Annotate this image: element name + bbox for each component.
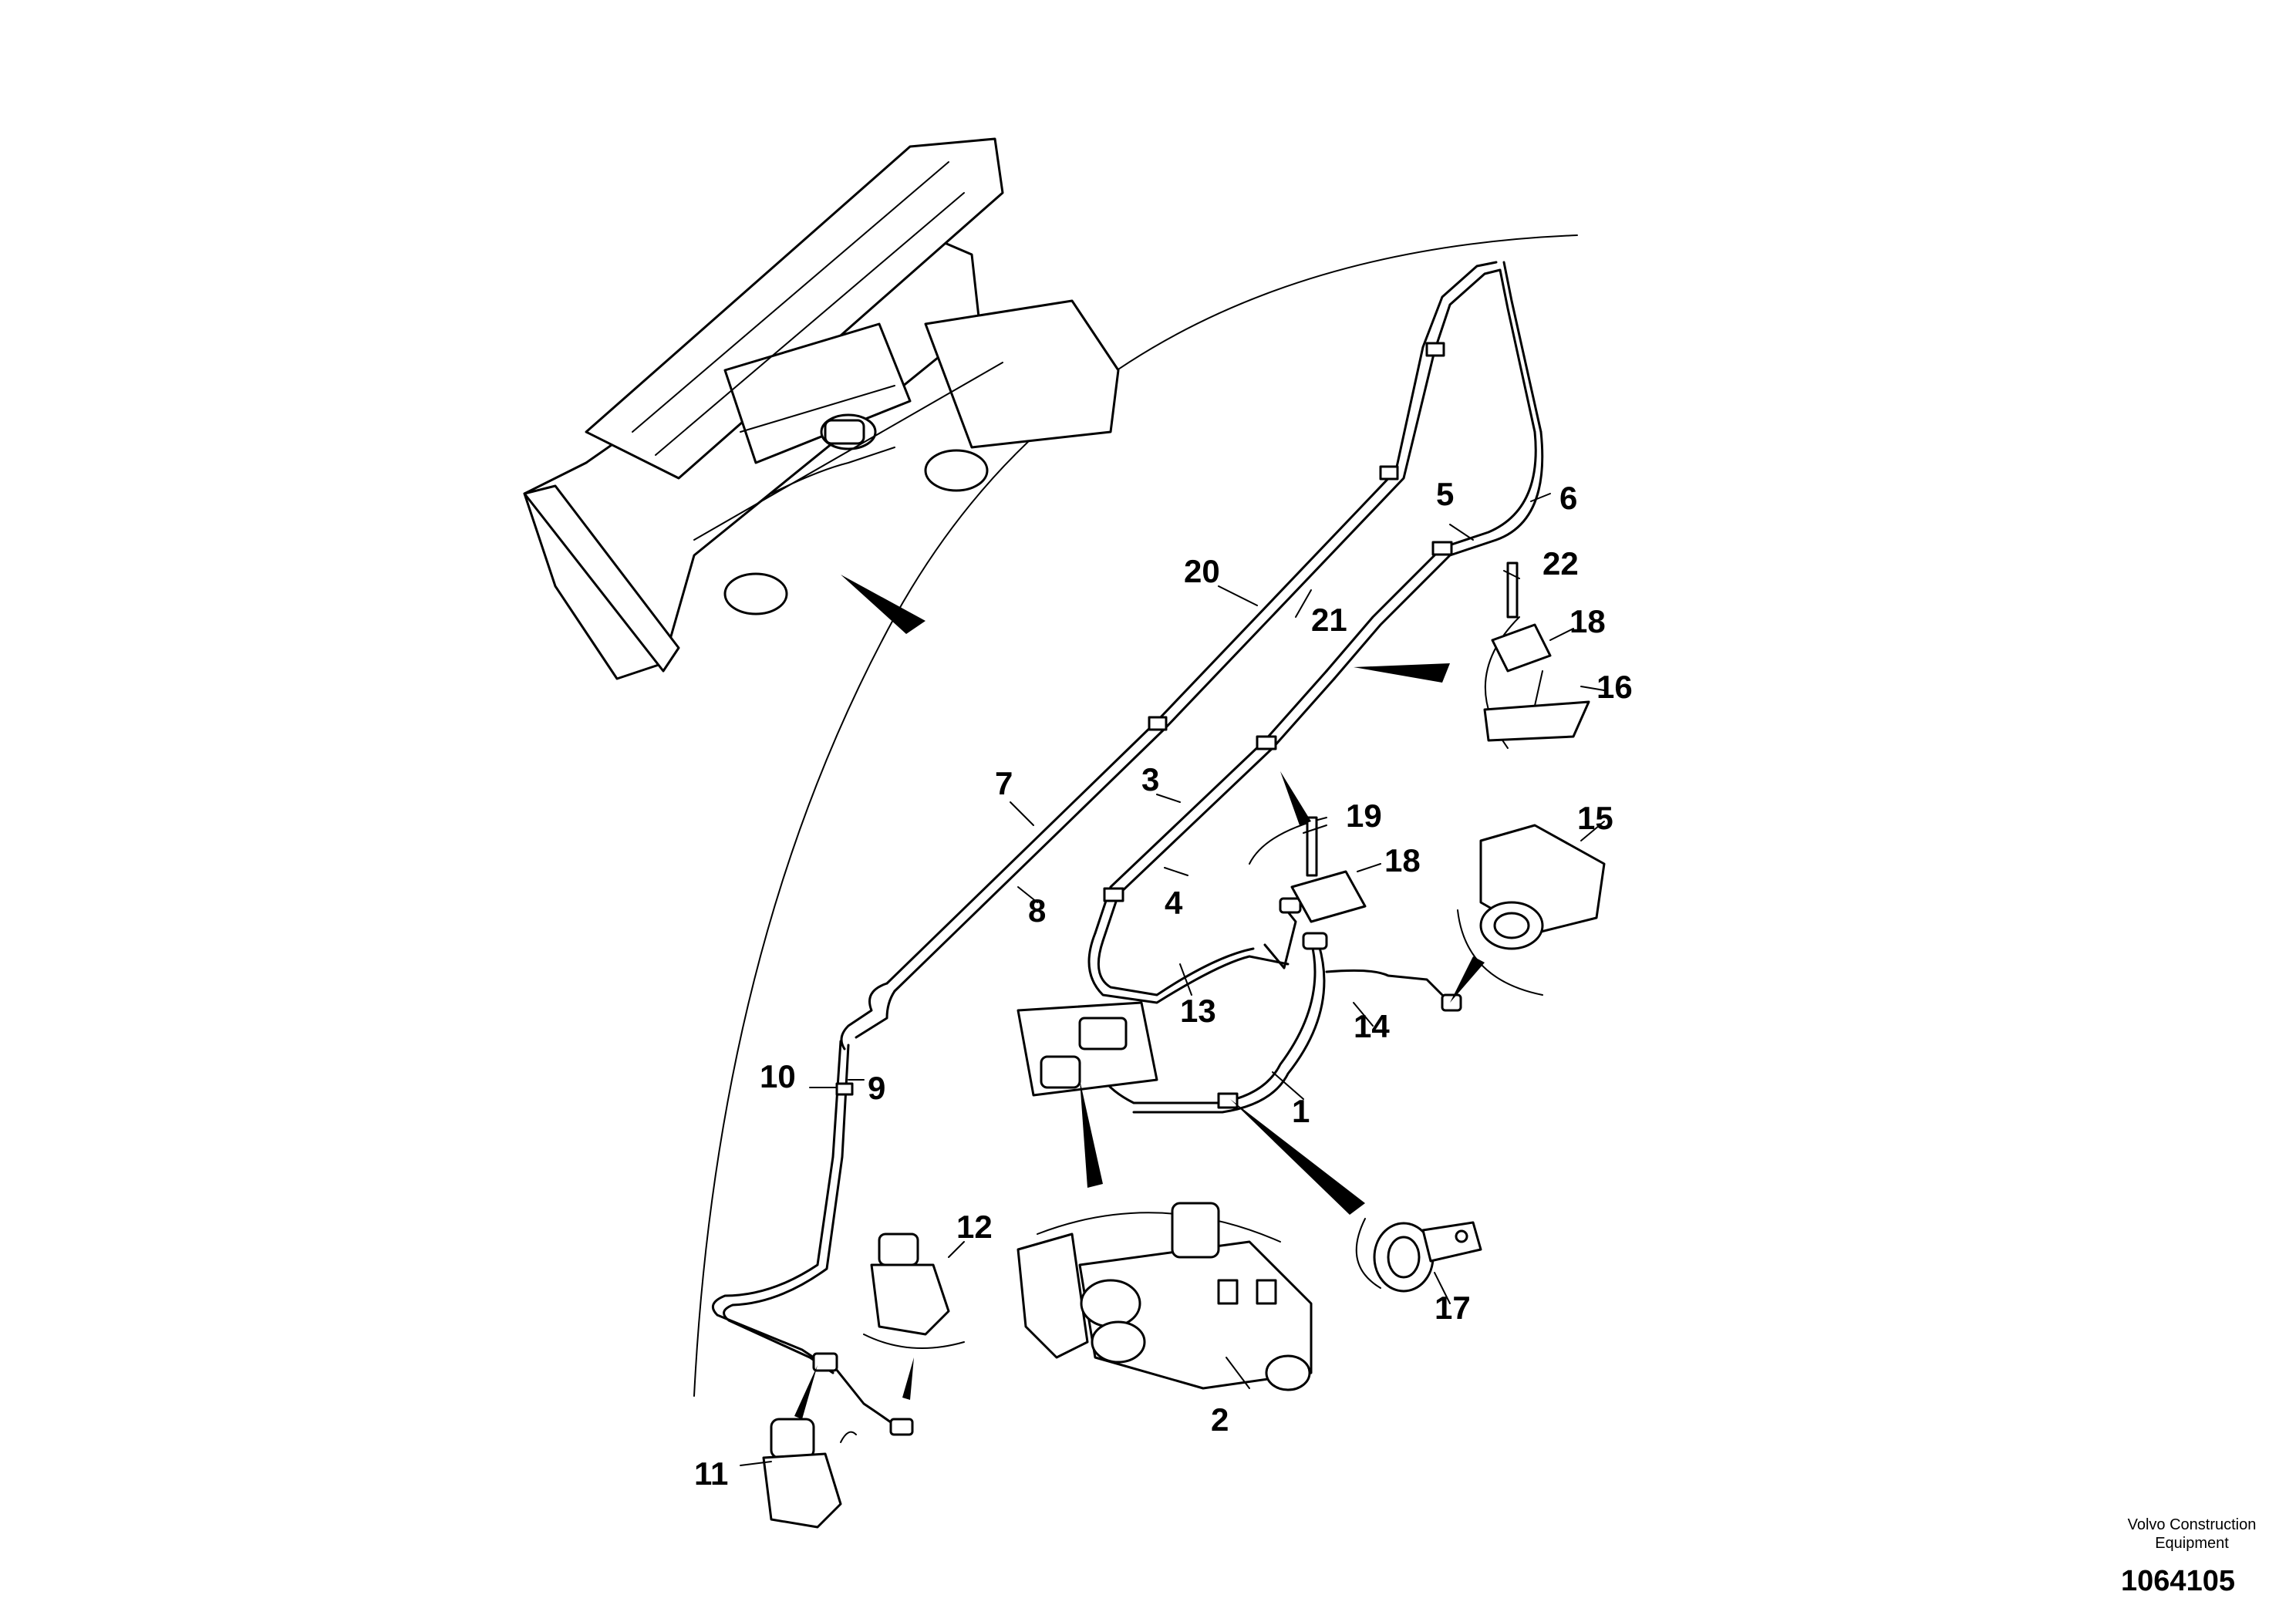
view-pointer-main (841, 575, 925, 634)
fitting-detail-12 (863, 1233, 965, 1349)
label-19: 19 (1346, 798, 1382, 834)
label-6: 6 (1559, 480, 1577, 516)
label-10: 10 (760, 1058, 796, 1094)
pointer-fitting-12 (902, 1357, 914, 1400)
label-3: 3 (1141, 761, 1159, 798)
pointer-clamp-upper (1354, 663, 1450, 683)
document-number: 1064105 (2121, 1565, 2235, 1597)
label-12: 12 (956, 1209, 993, 1245)
clamp-detail-upper (1483, 561, 1590, 749)
pointer-sensor (1450, 956, 1485, 1003)
valve-assembly (1017, 897, 1462, 1114)
pointer-clamp-lower (1280, 771, 1311, 825)
pointer-valve (1080, 1080, 1103, 1188)
pointer-clip (1230, 1099, 1365, 1215)
label-9: 9 (868, 1070, 885, 1106)
credit-line-2: Equipment (2155, 1535, 2229, 1552)
tube-20-21 (885, 261, 1542, 993)
machine-overview (523, 137, 1120, 680)
clamp-detail-lower (1249, 816, 1367, 923)
label-8: 8 (1028, 892, 1046, 929)
label-17: 17 (1435, 1290, 1471, 1326)
label-16: 16 (1596, 669, 1633, 705)
valve-detail (1017, 1202, 1313, 1391)
label-21: 21 (1311, 602, 1347, 638)
tube-5-6 (1325, 430, 1544, 680)
label-14: 14 (1354, 1008, 1390, 1044)
label-18-lower: 18 (1384, 842, 1421, 878)
credit-line-1: Volvo Construction (2128, 1516, 2257, 1533)
label-20: 20 (1184, 553, 1220, 589)
part-labels: 1 2 3 4 5 6 7 8 9 10 11 12 13 14 15 16 1… (694, 476, 1633, 1492)
pointer-fitting-11 (794, 1365, 818, 1419)
label-13: 13 (1180, 993, 1216, 1029)
label-11: 11 (694, 1455, 728, 1492)
fitting-detail-11 (762, 1418, 857, 1529)
tube-7-8-9-10 (711, 982, 914, 1436)
tube-3-4 (1094, 669, 1336, 943)
label-5: 5 (1436, 476, 1454, 512)
label-1: 1 (1292, 1093, 1310, 1129)
leader-lines (740, 493, 1605, 1466)
label-7: 7 (995, 765, 1013, 801)
label-22: 22 (1542, 545, 1579, 582)
clip-detail (1355, 1218, 1482, 1293)
label-15: 15 (1577, 800, 1613, 836)
label-4: 4 (1165, 885, 1183, 921)
label-2: 2 (1211, 1401, 1229, 1438)
sensor-detail (1457, 824, 1606, 996)
label-18-upper: 18 (1569, 603, 1606, 639)
